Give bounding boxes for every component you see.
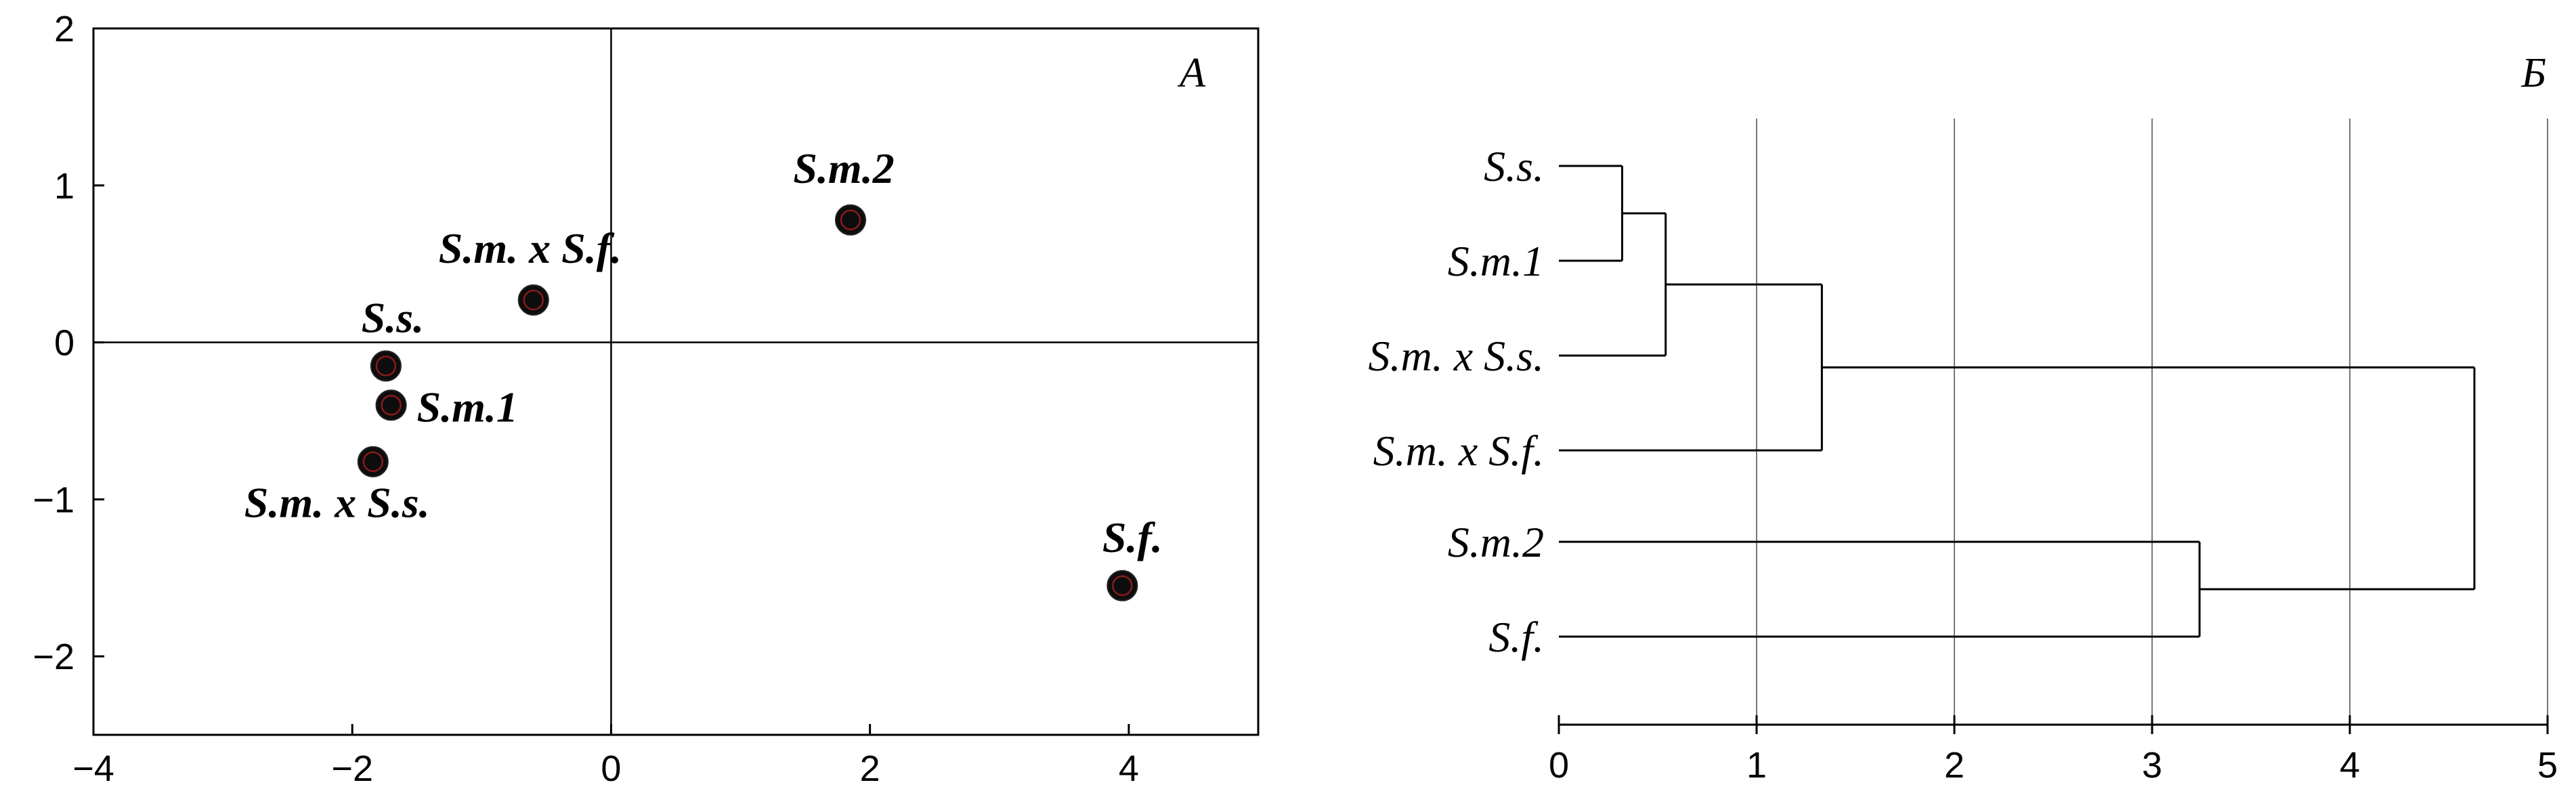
x-tick-label: 0 (1549, 745, 1569, 786)
x-tick-label: 2 (860, 748, 880, 789)
scatter-point-ring (375, 356, 397, 377)
point-label-s-s: S.s. (362, 293, 425, 341)
y-tick-label: −1 (33, 479, 74, 520)
scatter-panel: A −4 −2 0 2 4 2 1 0 −1 −2 S.m.2S.m. x S.f. S.s. S.m.… (33, 9, 1260, 789)
x-tick-label: 4 (2340, 745, 2360, 786)
point-label-s-m-x-s-s: S.m. x S.s. (244, 479, 430, 527)
scatter-point-s-f (1107, 570, 1138, 601)
panel-letter-b: Б (2520, 50, 2546, 96)
point-label-s-f: S.f. (1102, 513, 1163, 561)
y-tick-label: 0 (54, 323, 74, 364)
scatter-point-s-m-x-s-s (357, 446, 389, 477)
point-label-s-m-2: S.m.2 (793, 144, 894, 192)
scatter-point-s-m-x-s-f (517, 284, 549, 316)
x-tick-label: 1 (1746, 745, 1767, 786)
x-tick-label: 3 (2142, 745, 2162, 786)
point-label-s-m-1: S.m.1 (417, 383, 518, 431)
leaf-label-s-m-x-s-s: S.m. x S.s. (1368, 332, 1544, 380)
scatter-point-ring (1112, 575, 1133, 597)
leaf-label-s-m-x-s-f: S.m. x S.f. (1373, 427, 1544, 475)
x-tick-label: −4 (72, 748, 114, 789)
y-tick-label: −2 (33, 637, 74, 677)
x-tick-label: 0 (601, 748, 621, 789)
leaf-label-s-f: S.f. (1488, 613, 1544, 661)
leaf-label-s-m-2: S.m.2 (1448, 518, 1544, 566)
y-tick-label: 2 (54, 9, 74, 49)
x-tick-label: 5 (2537, 745, 2558, 786)
x-tick-label: −2 (331, 748, 373, 789)
scatter-point-s-m-1 (375, 389, 407, 421)
scatter-point-ring (840, 209, 861, 231)
scatter-point-ring (381, 395, 402, 416)
leaf-label-s-m-1: S.m.1 (1448, 237, 1544, 285)
point-label-s-m-x-s-f: S.m. x S.f. (439, 224, 622, 272)
scatter-point-s-m-2 (835, 204, 866, 236)
scatter-point-ring (362, 451, 384, 472)
x-tick-label: 4 (1119, 748, 1139, 789)
x-tick-label: 2 (1944, 745, 1965, 786)
leaf-label-s-s: S.s. (1484, 142, 1544, 190)
y-tick-label: 1 (54, 166, 74, 207)
scatter-plot-frame (92, 27, 1260, 736)
scatter-point-s-s (370, 350, 402, 382)
panel-letter-a: A (1177, 50, 1206, 96)
scatter-point-ring (523, 289, 544, 311)
dendrogram-panel: Б 0 1 2 3 4 5 S.s. S.m.1S.m. x S.s. S.m. x S.f. S… (1368, 50, 2558, 786)
